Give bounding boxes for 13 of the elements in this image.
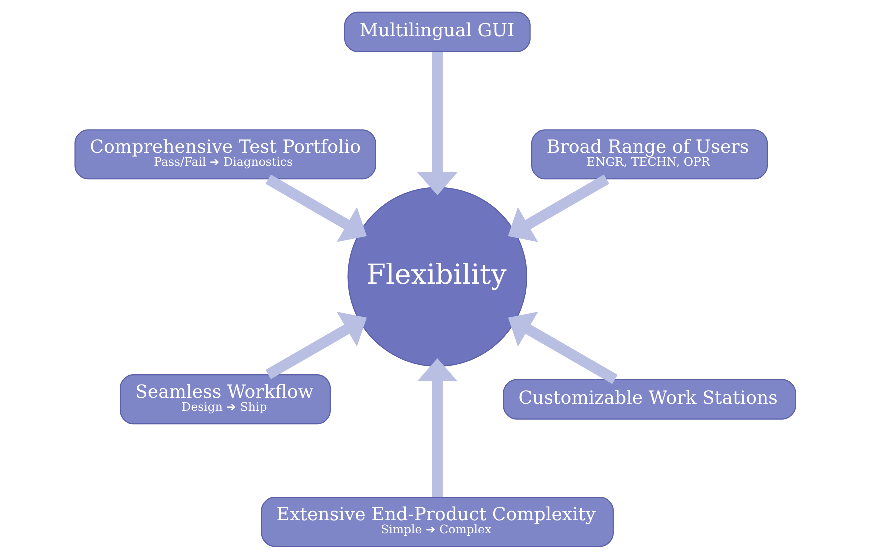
- arrow: [265, 174, 367, 242]
- node-box: Customizable Work Stations: [502, 379, 796, 420]
- node-box: Multilingual GUI: [344, 12, 530, 52]
- arrow: [508, 174, 610, 242]
- arrow: [265, 312, 367, 380]
- node-box: Extensive End-Product Complexity Simple ➔ Complex: [260, 497, 614, 548]
- arrow: [508, 312, 618, 384]
- node-circle: Flexibility: [347, 187, 528, 367]
- node-box: Seamless Workflow Design ➔ Ship: [120, 374, 330, 425]
- node-box: Broad Range of Users ENGR, TECHN, OPR: [531, 130, 768, 180]
- arrow: [417, 52, 458, 196]
- arrow: [417, 358, 458, 498]
- node-box: Comprehensive Test Portfolio Pass/Fail ➔ Diagnostics: [74, 130, 376, 180]
